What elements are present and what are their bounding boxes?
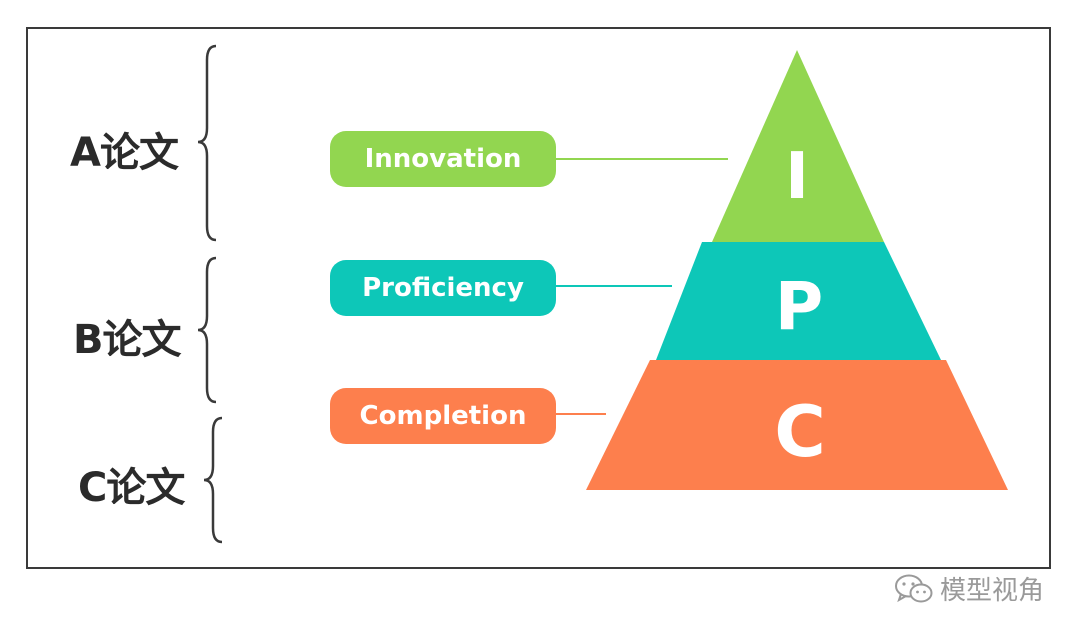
brace-c [203,416,223,544]
grade-label-c: C论文 [78,465,185,511]
pyramid-letter-p: P [774,268,824,345]
pyramid-letter-i: I [785,140,809,214]
diagram-frame [26,27,1051,569]
grade-label-b: B论文 [73,317,181,363]
pyramid-tier-c [586,360,1008,490]
brace-a [197,44,217,242]
grade-label-a: A论文 [70,130,179,176]
pill-proficiency: Proficiency [330,260,556,316]
pyramid-tier-p [656,242,941,360]
pill-innovation: Innovation [330,131,556,187]
pyramid-tier-i [712,50,884,242]
wechat-icon [894,574,933,602]
pyramid-letter-c: C [774,391,826,473]
watermark: 模型视角 [894,570,1044,607]
pill-completion: Completion [330,388,556,444]
watermark-text: 模型视角 [939,576,1044,606]
brace-b [197,256,217,404]
